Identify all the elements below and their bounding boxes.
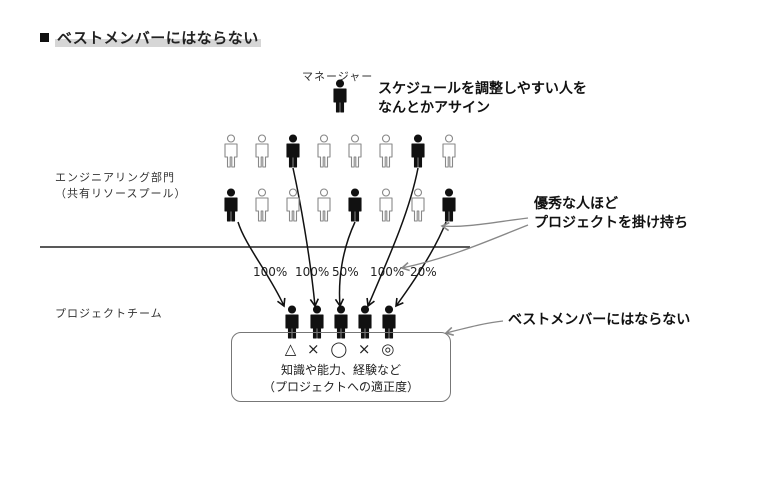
allocation-1: 100% [253,265,288,279]
pool-row1-person-icon-7 [411,134,425,168]
pool-row1-person-icon-3 [286,134,300,168]
pool-row2-person-icon-8 [442,188,456,222]
pool-row1-person-icon-6 [379,134,393,168]
assign-arrow-1 [237,221,286,308]
engineering-label: エンジニアリング部門 （共有リソースプール） [55,170,186,202]
pool-row1-person-icon-4 [317,134,331,168]
excellent-note-line-2: プロジェクトを掛け持ち [534,215,688,231]
pool-row2-person-icon-3 [286,188,300,222]
pool-row1-person-icon-5 [348,134,362,168]
skills-caption-line-1: 知識や能力、経験など [280,363,401,377]
callout-arrow-allocation [400,224,529,272]
callout-arrow-team [444,320,504,336]
allocation-4: 100% [370,265,405,279]
square-bullet-icon [40,33,49,42]
assign-arrow-2 [292,167,320,308]
excellent-note: 優秀な人ほど プロジェクトを掛け持ち [534,195,688,233]
allocation-3: 50% [332,265,359,279]
pool-row2-person-icon-6 [379,188,393,222]
excellent-note-line-1: 優秀な人ほど [534,196,618,212]
pool-row2-person-icon-2 [255,188,269,222]
manager-label: マネージャー [302,70,374,83]
skills-box [231,332,451,402]
pool-row2-person-icon-7 [411,188,425,222]
callout-arrow-pool [440,217,529,232]
section-title: ベストメンバーにはならない [40,27,261,48]
section-title-text: ベストメンバーにはならない [55,29,261,47]
skill-symbols: △ × ◯ × ◎ [284,340,398,358]
allocation-2: 100% [295,265,330,279]
manager-note: スケジュールを調整しやすい人を なんとかアサイン [378,80,587,118]
manager-note-line-1: スケジュールを調整しやすい人を [378,81,587,97]
team-note: ベストメンバーにはならない [508,312,691,328]
pool-row1-person-icon-1 [224,134,238,168]
manager-person-icon [333,79,347,113]
manager-note-line-2: なんとかアサイン [378,100,490,116]
pool-row1-person-icon-2 [255,134,269,168]
pool-row2-person-icon-5 [348,188,362,222]
pool-row1-person-icon-8 [442,134,456,168]
assign-arrow-4 [366,167,419,308]
engineering-label-line-1: エンジニアリング部門 [55,171,175,184]
skills-caption-line-2: （プロジェクトへの適正度） [262,380,419,394]
engineering-label-line-2: （共有リソースプール） [55,187,187,200]
pool-row2-person-icon-1 [224,188,238,222]
team-label: プロジェクトチーム [55,307,163,320]
pool-row2-person-icon-4 [317,188,331,222]
assign-arrow-3 [334,221,356,308]
